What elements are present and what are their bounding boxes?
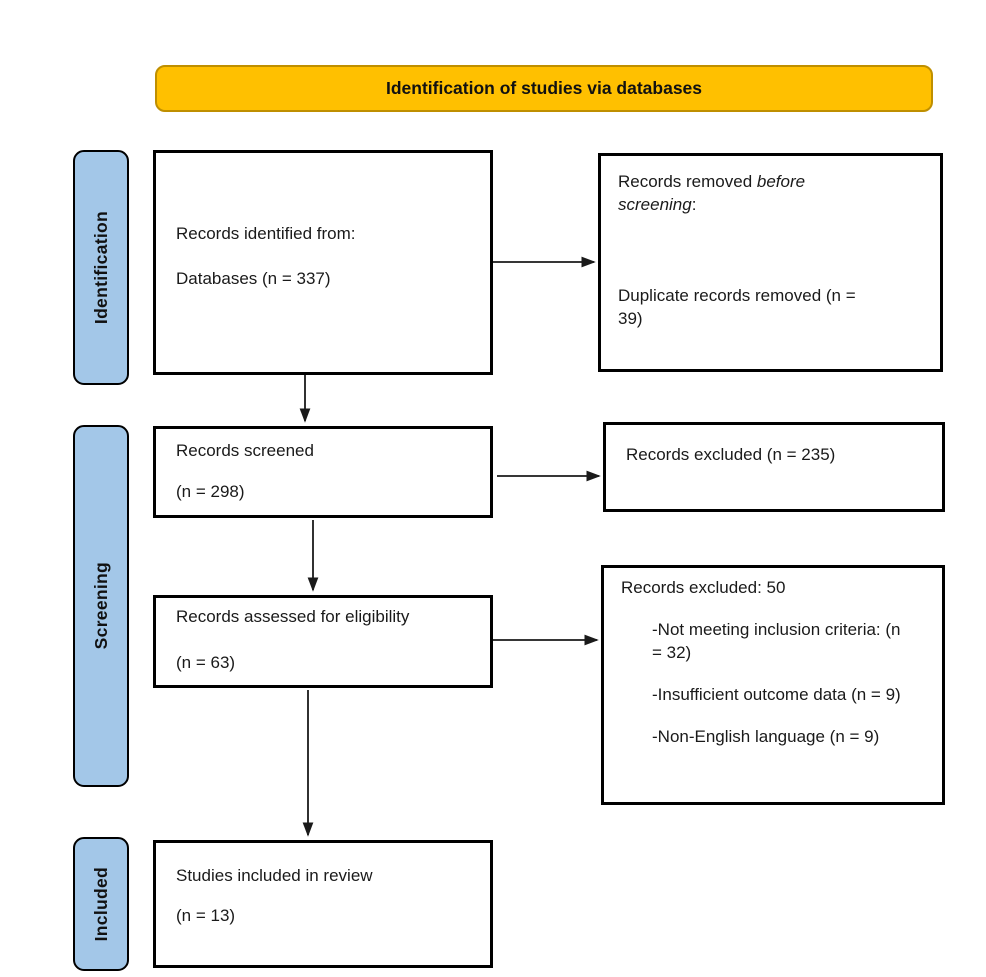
records-excluded-eligibility-title: Records excluded: 50	[621, 578, 786, 597]
records-identified-text: Records identified from:	[176, 224, 356, 243]
records-identified-count: Databases (n = 337)	[176, 268, 331, 288]
stage-label-screening: Screening	[73, 425, 129, 787]
records-screened-text: Records screened	[176, 441, 314, 460]
box-records-screened: Records screened (n = 298)	[153, 426, 493, 518]
box-records-identified: Records identified from: Databases (n = …	[153, 150, 493, 375]
studies-included-count: (n = 13)	[176, 905, 236, 925]
studies-included-text: Studies included in review	[176, 866, 373, 885]
records-screened-count: (n = 298)	[176, 481, 245, 501]
records-removed-italic: before screening	[618, 172, 806, 214]
box-records-excluded-screening: Records excluded (n = 235)	[603, 422, 945, 512]
exclusion-reason-1: -Not meeting inclusion criteria: (n = 32…	[652, 619, 901, 662]
box-studies-included: Studies included in review (n = 13)	[153, 840, 493, 968]
duplicates-removed-count: Duplicate records removed (n = 39)	[618, 285, 856, 328]
box-records-assessed: Records assessed for eligibility (n = 63…	[153, 595, 493, 688]
box-records-excluded-eligibility: Records excluded: 50 -Not meeting inclus…	[601, 565, 945, 805]
records-assessed-text: Records assessed for eligibility	[176, 607, 410, 626]
records-assessed-count: (n = 63)	[176, 652, 236, 672]
records-removed-text: Records removed before screening:	[618, 172, 806, 214]
records-excluded-screening-text: Records excluded (n = 235)	[626, 445, 836, 464]
box-records-removed: Records removed before screening: Duplic…	[598, 153, 943, 372]
title-text: Identification of studies via databases	[385, 78, 703, 98]
stage-label-identification: Identification	[73, 150, 129, 385]
exclusion-reason-3: -Non-English language (n = 9)	[652, 726, 880, 746]
exclusion-reason-2: -Insufficient outcome data (n = 9)	[652, 684, 901, 704]
title-banner: Identification of studies via databases	[155, 65, 933, 112]
stage-label-included: Included	[73, 837, 129, 971]
